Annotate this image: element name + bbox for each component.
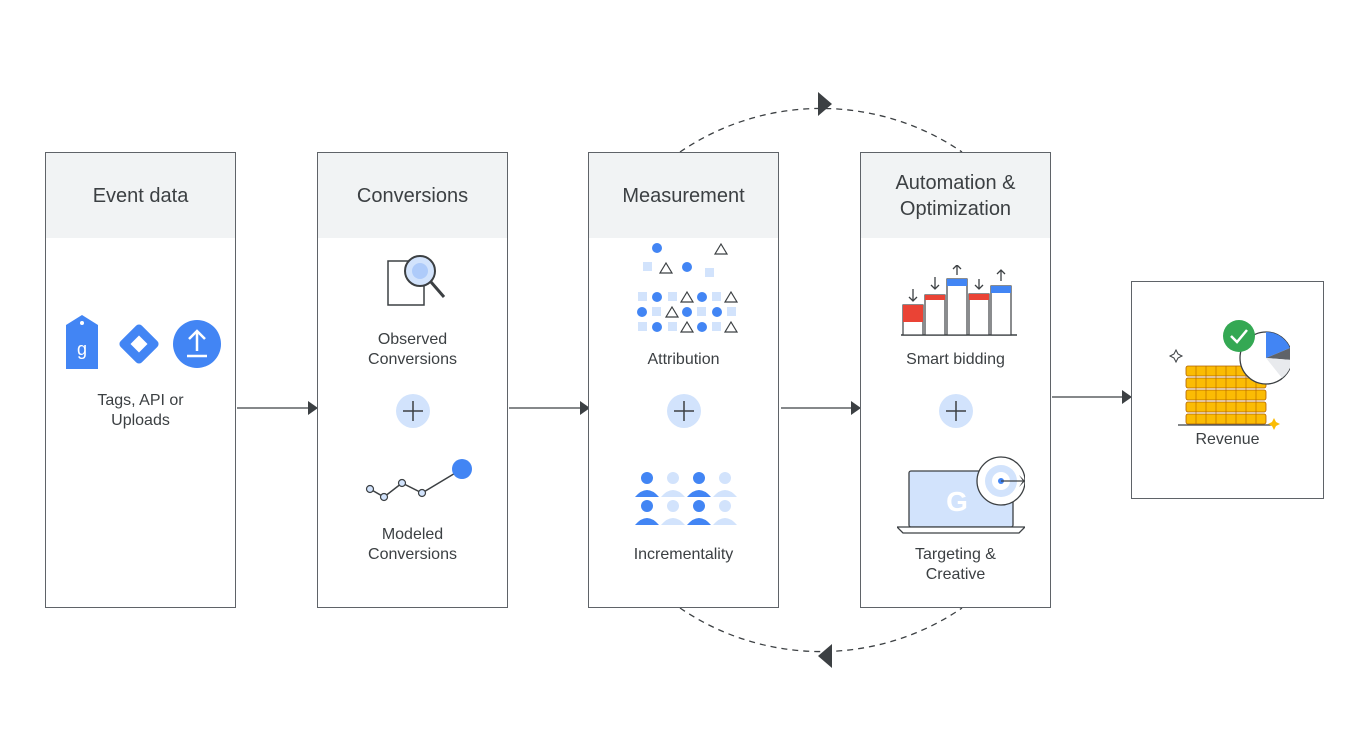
label-line: Creative [925, 566, 986, 583]
stage-title: Measurement [589, 153, 778, 238]
stage-title-line: Measurement [622, 184, 745, 207]
revenue-label: Revenue [1132, 430, 1323, 450]
stage-title-line: Automation & [895, 171, 1016, 194]
result-revenue: Revenue [1131, 281, 1324, 499]
stage-title-line: Conversions [356, 184, 469, 207]
event-sources-icons: g [66, 315, 221, 369]
label-line: Smart bidding [906, 351, 1005, 368]
arrowhead-3 [851, 401, 861, 415]
trend-line-icon [365, 459, 472, 502]
stage-title-line: Optimization [899, 197, 1012, 220]
modeled-conversions-label: Modeled Conversions [318, 525, 507, 565]
stage-event-data: Event data g Tags, API or Uploads [45, 152, 236, 608]
stage-conversions: Conversions Observed Conversions Modeled [317, 152, 508, 608]
plus-icon [396, 394, 430, 428]
incrementality-label: Incrementality [589, 545, 778, 565]
laptop-target-icon: G [897, 456, 1025, 534]
plus-icon [939, 394, 973, 428]
label-line: Conversions [368, 546, 457, 563]
tag-manager-icon [119, 324, 159, 364]
svg-text:g: g [77, 339, 87, 359]
loop-top-arc [679, 107, 963, 153]
coins-chart-icon [1168, 320, 1290, 430]
arrowhead-4 [1122, 390, 1132, 404]
label-line: Uploads [111, 412, 170, 429]
label-line: Tags, API or [97, 392, 184, 409]
event-sources-label: Tags, API or Uploads [46, 391, 235, 431]
stage-title: Automation & Optimization [861, 153, 1050, 238]
observed-conversions-label: Observed Conversions [318, 330, 507, 370]
scattered-shapes-icon [637, 242, 739, 333]
magnifier-document-icon [387, 255, 446, 306]
arrowhead-2 [580, 401, 590, 415]
plus-icon [667, 394, 701, 428]
upload-icon [173, 320, 221, 368]
stage-measurement: Measurement [588, 152, 779, 608]
label-line: Incrementality [633, 546, 734, 563]
svg-text:G: G [946, 486, 968, 517]
label-line: Revenue [1195, 431, 1260, 448]
label-line: Conversions [368, 351, 457, 368]
attribution-label: Attribution [589, 350, 778, 370]
stage-title-line: Event data [92, 184, 189, 207]
smart-bidding-label: Smart bidding [861, 350, 1050, 370]
people-grid-icon [635, 472, 737, 525]
label-line: Targeting & [915, 546, 996, 563]
bid-bars-icon [901, 265, 1017, 336]
stage-automation-optimization: Automation & Optimization [860, 152, 1051, 608]
google-tag-icon: g [66, 315, 98, 369]
stage-title: Conversions [318, 153, 507, 238]
loop-bottom-arrowhead [818, 644, 832, 668]
stage-title: Event data [46, 153, 235, 238]
label-line: Modeled [381, 526, 444, 543]
label-line: Observed [377, 331, 448, 348]
label-line: Attribution [647, 351, 720, 368]
arrowhead-1 [308, 401, 318, 415]
loop-bottom-arc [679, 607, 963, 653]
targeting-creative-label: Targeting & Creative [861, 545, 1050, 585]
loop-top-arrowhead [818, 92, 832, 116]
